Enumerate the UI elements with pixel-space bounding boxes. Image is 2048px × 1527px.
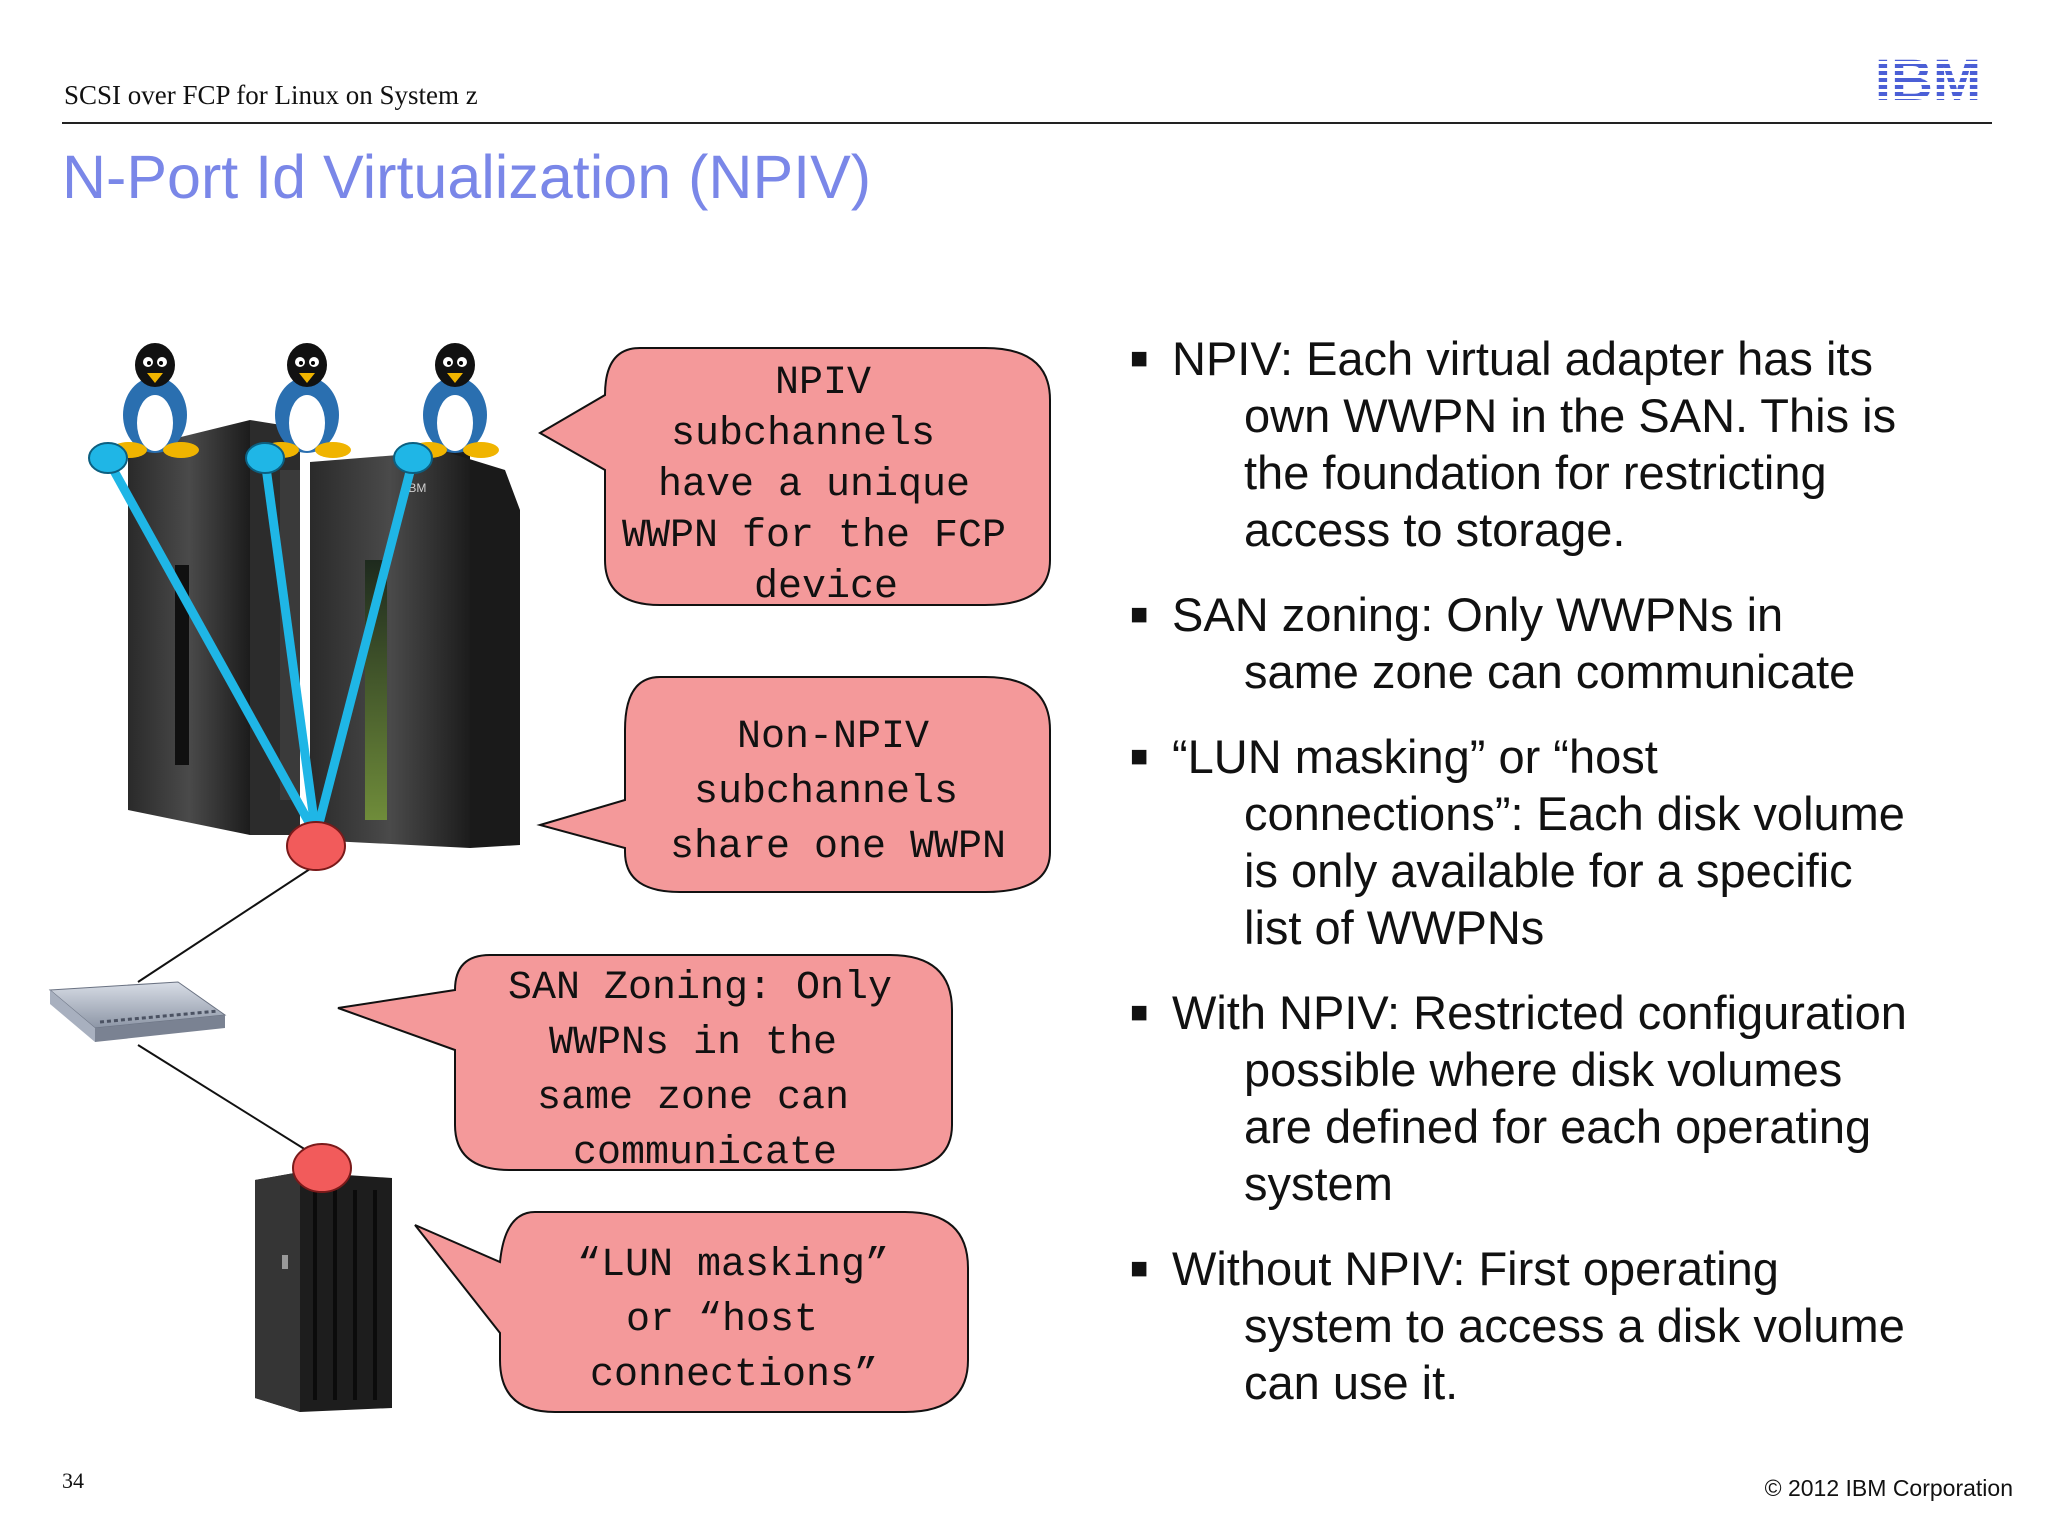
bubble-line: “LUN masking” [577,1243,889,1288]
bullet-line: With NPIV: Restricted configuration [1172,986,1907,1039]
san-link [137,1044,323,1161]
bullet-marker: ■ [1130,598,1149,631]
mainframe-icon: IBM [128,420,520,848]
tux-penguin-icon [111,343,199,458]
bubble-line: Non-NPIV [737,715,929,760]
bubble-line: NPIV [775,361,871,406]
svg-text:“LUN masking” or “host: “LUN masking” or “host connections” [577,1243,913,1398]
bullet-item: ■ “LUN masking” or “host connections”: E… [1130,728,2010,956]
bullet-line: list of WWPNs [1244,901,1545,954]
bullet-line: NPIV: Each virtual adapter has its [1172,332,1873,385]
storage-port [292,1143,352,1193]
bullet-line: “LUN masking” or “host [1172,730,1658,783]
svg-text:NPIV subchannels h: NPIV subchannels have a unique WWPN for … [622,361,1030,610]
subchannel-port [88,442,128,474]
page-number: 34 [62,1468,84,1493]
bullet-marker: ■ [1130,342,1149,375]
callout-non-npiv: Non-NPIV subchannels share one WWPN [536,676,1051,893]
bubble-line: communicate [573,1131,837,1176]
ibm-logo: IBM [1875,50,1981,106]
bullet-line: access to storage. [1244,503,1626,556]
bullet-item: ■ NPIV: Each virtual adapter has its own… [1130,330,2010,558]
bullet-line: is only available for a specific [1244,844,1853,897]
bubble-line: WWPNs in the [549,1021,837,1066]
header-divider [62,122,1992,124]
bullet-line: same zone can communicate [1244,645,1856,698]
bubble-line: subchannels [694,770,958,815]
bullet-marker: ■ [1130,1252,1149,1285]
bullet-item: ■ Without NPIV: First operating system t… [1130,1240,2010,1411]
copyright-notice: © 2012 IBM Corporation [1764,1475,2013,1501]
bullet-item: ■ With NPIV: Restricted configuration po… [1130,984,2010,1212]
physical-port [286,821,346,871]
subchannel-port [245,442,285,474]
bubble-line: device [754,565,898,610]
bullet-line: can use it. [1244,1356,1459,1409]
bullet-line: connections”: Each disk volume [1244,787,1905,840]
bullet-item: ■ SAN zoning: Only WWPNs in same zone ca… [1130,586,2010,700]
callout-san-zoning: SAN Zoning: Only WWPNs in the same zone … [337,954,953,1176]
tux-penguin-icon [411,343,499,458]
subchannel-port [393,442,433,474]
bullet-marker: ■ [1130,996,1149,1029]
page-title: N-Port Id Virtualization (NPIV) [62,143,872,211]
storage-cabinet-icon [255,1172,392,1412]
bullet-line: are defined for each operating [1244,1100,1872,1153]
bubble-line: SAN Zoning: Only [508,966,892,1011]
subchannel-connections [104,457,418,838]
tux-penguin-icon [263,343,351,458]
bubble-line: share one WWPN [670,825,1006,870]
bullet-list: ■ NPIV: Each virtual adapter has its own… [1130,330,2010,1439]
bullet-line: Without NPIV: First operating [1172,1242,1779,1295]
bubble-line: have a unique [658,463,970,508]
san-switch-icon [48,981,227,1042]
callout-lun-masking: “LUN masking” or “host connections” [414,1211,969,1413]
bullet-line: own WWPN in the SAN. This is [1244,389,1897,442]
bubble-line: or “host [626,1298,818,1343]
svg-text:SAN Zoning: Only WWPNs i: SAN Zoning: Only WWPNs in the same zone … [508,966,916,1176]
san-link [137,864,317,983]
bullet-line: SAN zoning: Only WWPNs in [1172,588,1784,641]
bubble-line: subchannels [671,412,935,457]
bullet-marker: ■ [1130,740,1149,773]
bubble-line: same zone can [537,1076,849,1121]
bubble-line: connections” [590,1353,878,1398]
bullet-line: system [1244,1157,1393,1210]
callout-npiv: NPIV subchannels have a unique WWPN for … [537,347,1051,610]
bullet-line: system to access a disk volume [1244,1299,1905,1352]
header-title: SCSI over FCP for Linux on System z [64,80,478,110]
bullet-line: the foundation for restricting [1244,446,1827,499]
bullet-line: possible where disk volumes [1244,1043,1843,1096]
bubble-line: WWPN for the FCP [622,514,1006,559]
svg-text:Non-NPIV subchannels: Non-NPIV subchannels share one WWPN [670,715,1006,870]
svg-text:IBM: IBM [1875,50,1981,106]
